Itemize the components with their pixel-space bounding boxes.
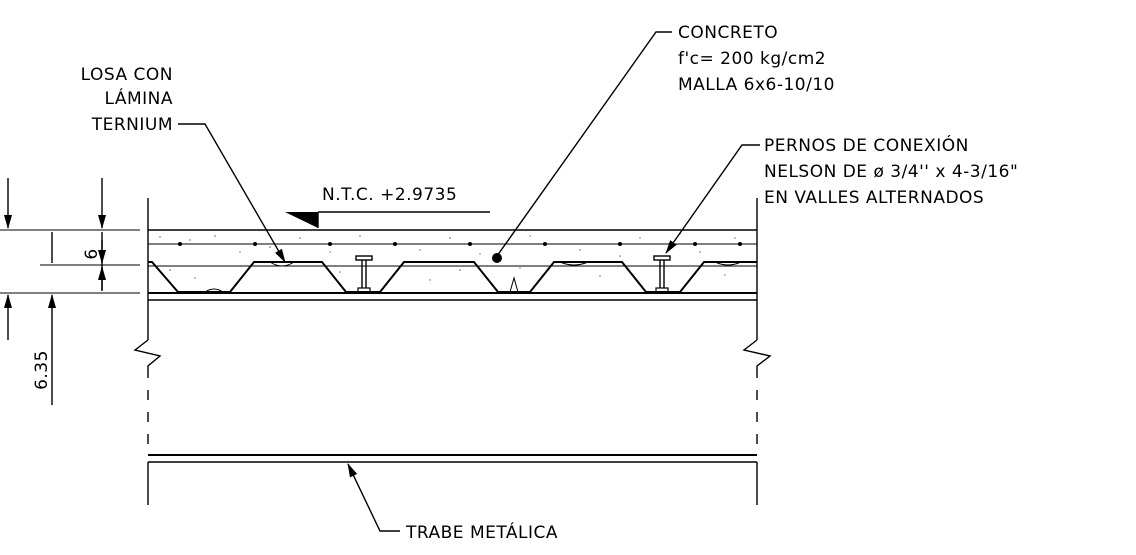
losa-label-line3: TERNIUM (91, 115, 173, 135)
dimension-lines (0, 178, 140, 405)
wire-mesh-dots (178, 242, 742, 246)
shear-stud-1 (355, 255, 373, 293)
concreto-label-line3: MALLA 6x6-10/10 (678, 75, 835, 95)
dimension-slab-top: 6 (82, 248, 102, 259)
level-label: N.T.C. +2.9735 (322, 185, 457, 205)
dimension-deck-height: 6.35 (32, 350, 52, 390)
concreto-label-line2: f'c= 200 kg/cm2 (678, 49, 826, 69)
steel-beam (148, 454, 757, 463)
pernos-label-line1: PERNOS DE CONEXIÓN (764, 134, 969, 156)
losa-label-line2: LÁMINA (104, 87, 173, 109)
pernos-leader (665, 144, 760, 254)
trabe-leader (347, 463, 400, 532)
pernos-label-line2: NELSON DE ø 3/4'' x 4-3/16" (764, 162, 1018, 182)
trabe-label: TRABE METÁLICA (405, 521, 558, 543)
support-lines (133, 198, 772, 505)
concrete-slab (148, 229, 757, 301)
level-marker (285, 211, 490, 228)
concreto-label-line1: CONCRETO (678, 23, 778, 43)
pernos-label-line3: EN VALLES ALTERNADOS (764, 188, 984, 208)
concrete-texture (159, 233, 736, 281)
losa-leader (178, 123, 286, 263)
concreto-leader (496, 31, 672, 257)
losa-label-line1: LOSA CON (81, 65, 173, 85)
rebar-section (492, 253, 502, 263)
shear-stud-2 (653, 255, 671, 293)
